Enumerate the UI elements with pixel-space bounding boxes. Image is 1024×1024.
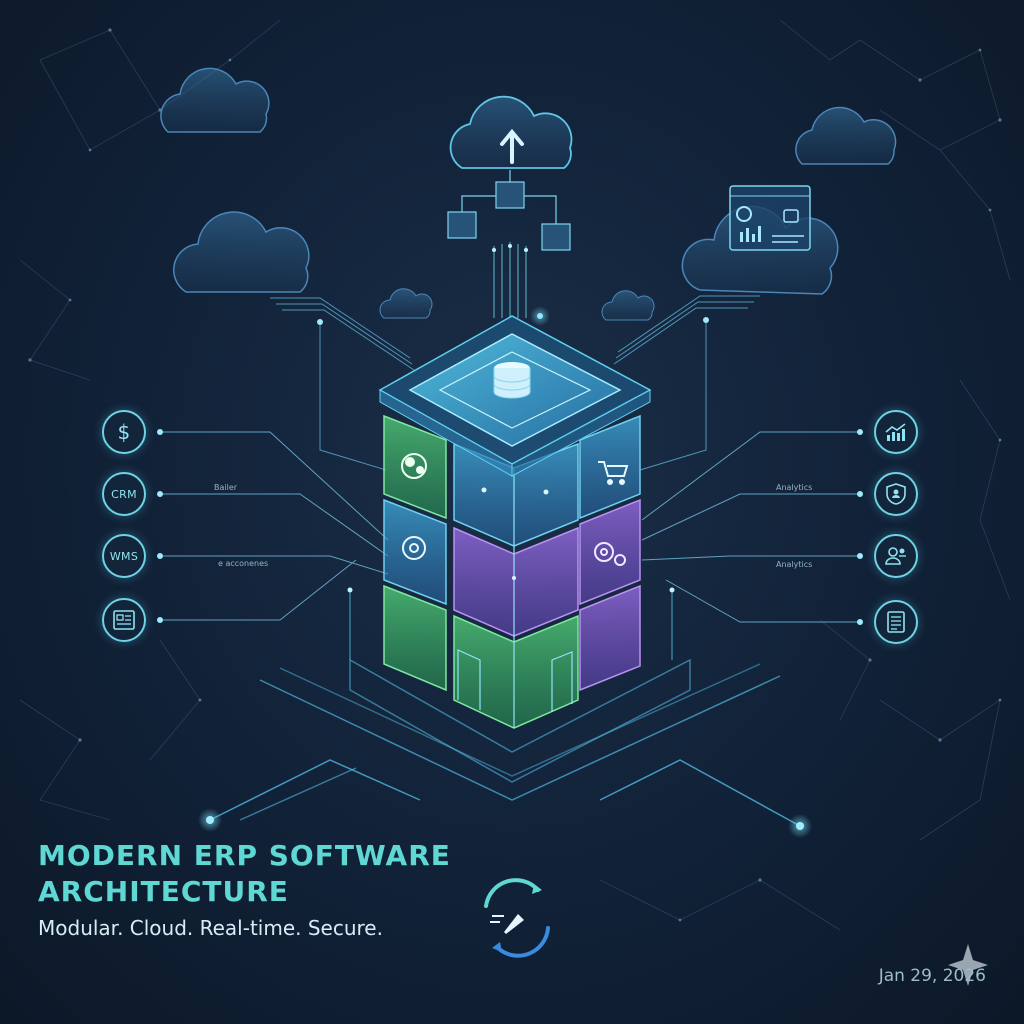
finance-node[interactable]: $ — [102, 410, 146, 454]
cube-icon-right — [541, 223, 571, 251]
cloud-icon-top-right — [795, 106, 897, 165]
document-icon — [113, 610, 135, 630]
tower-left-face — [383, 414, 447, 692]
growth-chart-node[interactable] — [874, 410, 918, 454]
report-icon — [887, 611, 905, 633]
cloud-icon-top-center — [449, 95, 573, 169]
shopping-cart-icon — [598, 461, 629, 485]
report-node[interactable] — [874, 600, 918, 644]
cube-icon-center — [495, 181, 525, 209]
settings-gears-icon — [594, 542, 626, 566]
cube-icon-left — [447, 211, 477, 239]
dashboard-window-icon — [729, 185, 811, 251]
wms-node[interactable]: WMS — [102, 534, 146, 578]
cloud-icon-small-left — [379, 288, 433, 319]
data-stream-lines — [493, 242, 527, 318]
module-cube-network — [447, 170, 571, 251]
workflow-gear-icon — [402, 536, 426, 560]
upload-arrow-icon — [500, 128, 524, 164]
erp-tower — [378, 315, 652, 729]
right-connector-lines — [641, 431, 860, 623]
sync-rocket-icon — [484, 878, 550, 958]
users-icon — [885, 547, 906, 565]
database-icon — [493, 362, 531, 399]
dollar-icon: $ — [117, 420, 131, 444]
cloud-icon-mid-right — [681, 185, 839, 295]
background-stars — [28, 28, 1002, 922]
chart-icon — [885, 423, 906, 441]
shield-icon — [886, 483, 906, 505]
users-node[interactable] — [874, 534, 918, 578]
cloud-icon-small-right — [601, 290, 655, 321]
security-node[interactable] — [874, 472, 918, 516]
team-gear-icon — [401, 453, 427, 479]
sparkle-icon — [948, 944, 988, 986]
cloud-connector-lines — [270, 295, 760, 471]
crm-label: CRM — [111, 487, 137, 501]
crm-node[interactable]: CRM — [102, 472, 146, 516]
base-platform — [209, 590, 801, 827]
document-node[interactable] — [102, 598, 146, 642]
wms-label: WMS — [109, 549, 139, 563]
tower-center-column — [453, 442, 579, 729]
cloud-icon-top-left — [160, 67, 270, 133]
cloud-icon-mid-left — [173, 211, 310, 293]
left-connector-lines — [160, 431, 389, 621]
tower-right-face — [579, 414, 641, 692]
